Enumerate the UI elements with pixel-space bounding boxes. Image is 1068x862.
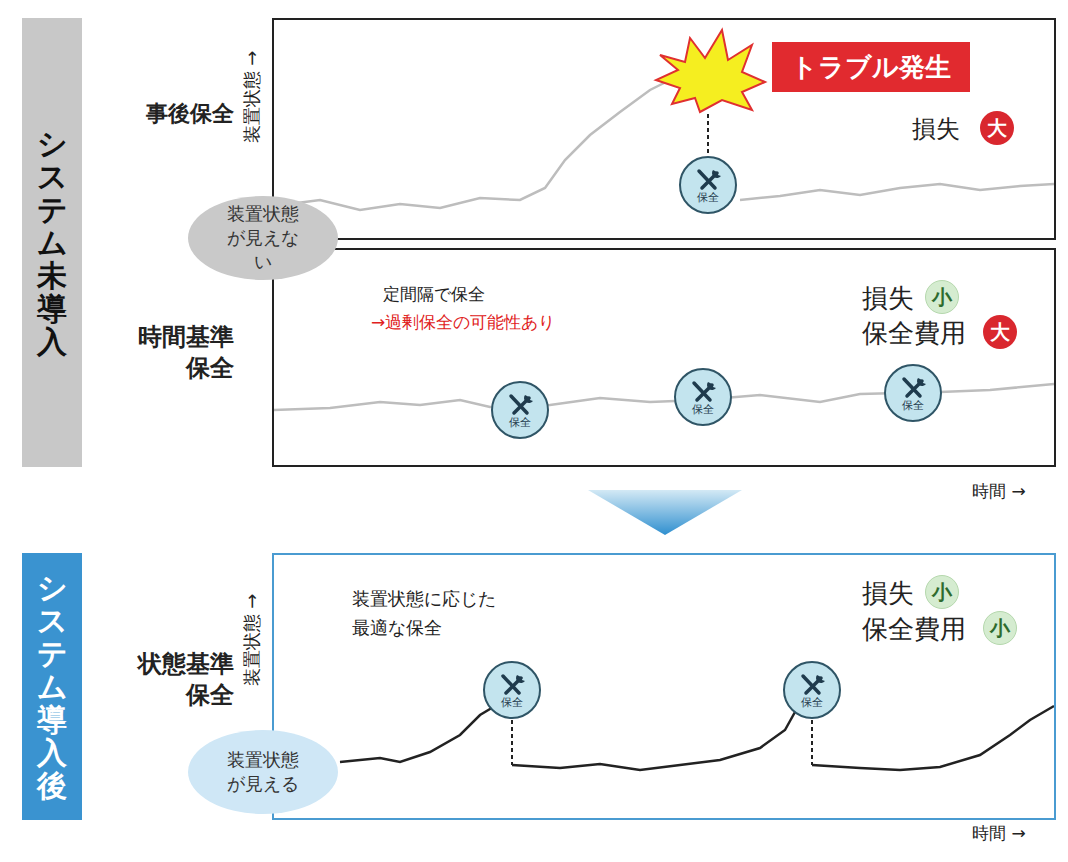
note-label: 損失 <box>862 281 914 316</box>
rating-circle: 大 <box>983 315 1017 349</box>
panel-heading: 事後保全 <box>108 100 234 129</box>
axis-label: 装置状態 → <box>240 51 264 144</box>
note-label: 損失 <box>862 576 914 611</box>
node-text: 大 <box>990 322 1010 342</box>
node-text: 装置状態 が見えない <box>223 202 303 275</box>
condition-curve <box>812 706 1054 770</box>
node-text: 保全 <box>902 400 924 411</box>
wrench-icon <box>898 376 928 400</box>
rating-circle: 小 <box>925 575 959 609</box>
node-text: システム導入後 <box>37 571 67 802</box>
condition-curve <box>340 706 495 762</box>
status-ellipse: 装置状態 が見えない <box>188 196 338 280</box>
maintenance-circle: 保全 <box>491 381 549 439</box>
rating-circle: 大 <box>980 111 1014 145</box>
node-text: 小 <box>932 287 952 307</box>
trouble-burst <box>656 30 765 112</box>
dashed-leader <box>511 720 513 765</box>
node-text: 保全 <box>509 417 531 428</box>
maintenance-circle: 保全 <box>783 661 841 719</box>
rating-circle: 小 <box>983 611 1017 645</box>
node-text: 保全 <box>692 404 714 415</box>
panel-heading: 状態基準 保全 <box>106 649 234 711</box>
wrench-icon <box>693 168 723 192</box>
note-label: →過剰保全の可能性あり <box>371 311 555 334</box>
note-label: 装置状態に応じた 最適な保全 <box>352 585 517 643</box>
note-label: 時間 → <box>972 822 1026 845</box>
maintenance-circle: 保全 <box>483 661 541 719</box>
dashed-leader <box>707 114 709 154</box>
maintenance-circle: 保全 <box>679 156 737 214</box>
node-text: 保全 <box>697 192 719 203</box>
note-label: 保全費用 <box>862 316 966 351</box>
condition-curve <box>274 80 670 210</box>
transition-arrow <box>588 490 742 535</box>
note-label: 保全費用 <box>862 612 966 647</box>
rating-circle: 小 <box>925 280 959 314</box>
node-text: 装置状態 が見える <box>223 748 303 797</box>
wrench-icon <box>505 393 535 417</box>
condition-curve <box>512 712 795 770</box>
dashed-leader <box>811 720 813 765</box>
wrench-icon <box>797 673 827 697</box>
note-label: 損失 <box>912 113 960 145</box>
node-text: 小 <box>932 582 952 602</box>
node-text: 小 <box>990 618 1010 638</box>
note-label: 時間 → <box>972 480 1026 503</box>
condition-curve <box>740 184 1054 200</box>
side-band: システム導入後 <box>22 553 82 820</box>
wrench-icon <box>688 380 718 404</box>
wrench-icon <box>497 673 527 697</box>
maintenance-circle: 保全 <box>674 368 732 426</box>
maintenance-circle: 保全 <box>884 364 942 422</box>
node-text: 保全 <box>501 697 523 708</box>
side-band: システム未導入 <box>22 18 82 467</box>
axis-label: 装置状態 → <box>240 594 264 687</box>
node-text: 大 <box>987 118 1007 138</box>
alert-box: トラブル発生 <box>772 42 970 92</box>
node-text: システム未導入 <box>37 127 67 358</box>
note-label: 定間隔で保全 <box>383 283 485 306</box>
node-text: 保全 <box>801 697 823 708</box>
panel-heading: 時間基準 保全 <box>106 322 234 384</box>
panel-box: 時間基準 保全小大保全保全保全 <box>272 248 1056 467</box>
node-text: トラブル発生 <box>791 50 951 85</box>
status-ellipse: 装置状態 が見える <box>188 730 338 814</box>
